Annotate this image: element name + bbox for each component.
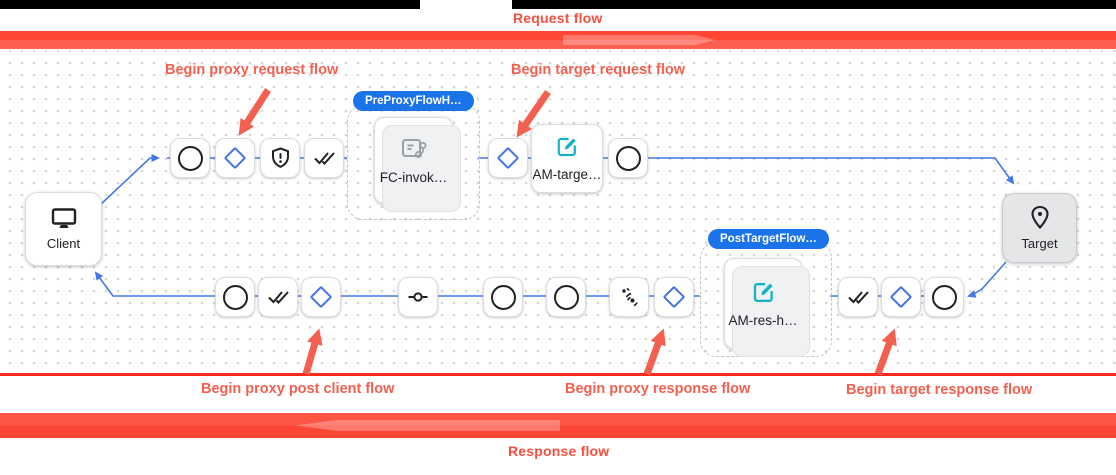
flow-callout-icon (401, 139, 426, 158)
client-node-label: Client (46, 236, 81, 251)
step-node-begin-proxy-request[interactable] (215, 138, 255, 178)
begin-target-request-label: Begin target request flow (511, 62, 686, 78)
step-node-begin-target-request[interactable] (488, 138, 528, 178)
diamond-icon (662, 285, 686, 309)
step-node-target-response-start[interactable] (924, 277, 964, 317)
begin-proxy-response-label: Begin proxy response flow (565, 381, 751, 397)
sensors-icon (622, 287, 638, 307)
fc-invoke-policy-card[interactable]: FC-invok… (374, 117, 461, 212)
step-node-verify-target-response[interactable] (838, 277, 878, 317)
request-flow-bar (0, 31, 1116, 49)
circle-icon (615, 145, 641, 171)
step-node-sensors[interactable] (609, 277, 649, 317)
step-node-verify-request[interactable] (304, 138, 344, 178)
done-all-icon (847, 291, 869, 304)
request-flow-arrow-icon (563, 35, 715, 45)
location-pin-icon (1030, 205, 1049, 230)
step-node-begin-proxy-response[interactable] (654, 277, 694, 317)
annotation-divider-line (0, 373, 1116, 376)
diamond-icon (496, 146, 520, 170)
am-response-policy-card[interactable]: AM-res-h… (724, 258, 810, 357)
diamond-icon (223, 146, 247, 170)
edit-square-icon (753, 282, 773, 302)
step-node-response-a[interactable] (483, 277, 523, 317)
fc-invoke-card-label: FC-invok… (379, 170, 448, 185)
begin-target-response-label: Begin target response flow (846, 382, 1033, 398)
request-flow-label: Request flow (513, 10, 603, 26)
shield-icon (271, 147, 289, 168)
circle-icon (553, 284, 579, 310)
step-node-commit-point[interactable] (398, 277, 438, 317)
top-black-bar-right (512, 0, 1116, 9)
target-node[interactable]: Target (1002, 193, 1077, 263)
circle-icon (931, 284, 957, 310)
step-node-verify-response[interactable] (258, 277, 298, 317)
begin-proxy-request-label: Begin proxy request flow (165, 62, 339, 78)
circle-icon (177, 145, 203, 171)
am-response-card-label: AM-res-h… (728, 312, 798, 328)
response-flow-arrow-icon (295, 420, 560, 431)
editor-grid-background (0, 50, 1116, 373)
am-target-card-label: AM-targe… (532, 167, 602, 182)
commit-icon (408, 292, 428, 302)
target-node-label: Target (1021, 236, 1058, 251)
circle-icon (490, 284, 516, 310)
diamond-icon (309, 285, 333, 309)
step-node-post-client-end[interactable] (215, 277, 255, 317)
step-node-security-policy[interactable] (260, 138, 300, 178)
step-node-response-b[interactable] (546, 277, 586, 317)
circle-icon (222, 284, 248, 310)
step-node-request-start[interactable] (170, 138, 210, 178)
step-node-begin-post-client[interactable] (301, 277, 341, 317)
top-black-bar-left (0, 0, 420, 9)
post-target-flow-badge[interactable]: PostTargetFlow… (708, 229, 829, 249)
begin-proxy-post-client-label: Begin proxy post client flow (201, 381, 395, 397)
client-node[interactable]: Client (25, 192, 102, 266)
response-flow-bar (0, 413, 1116, 438)
pre-proxy-flow-badge[interactable]: PreProxyFlowH… (353, 91, 474, 111)
diamond-icon (889, 285, 913, 309)
am-target-policy-card[interactable]: AM-targe… (531, 124, 603, 193)
monitor-icon (51, 208, 76, 228)
edit-square-icon (557, 137, 576, 157)
response-flow-label: Response flow (508, 443, 610, 459)
done-all-icon (267, 291, 289, 304)
step-node-target-request-end[interactable] (608, 138, 648, 178)
done-all-icon (313, 152, 335, 165)
step-node-begin-target-response[interactable] (881, 277, 921, 317)
